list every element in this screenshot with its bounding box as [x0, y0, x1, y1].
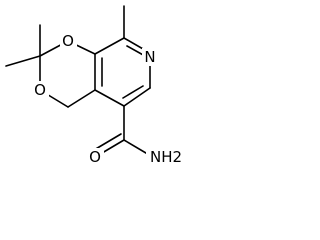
atom-label-ring-oxygen-bottom: O — [34, 81, 46, 99]
atom-label-ring-oxygen-top: O — [62, 32, 74, 50]
bond-c8a-c8 — [94, 37, 125, 55]
bond-skeleton — [5, 5, 152, 157]
bond-methyl-left — [5, 55, 41, 67]
bond-c5-c4a — [94, 89, 125, 107]
atom-label-amide-nitrogen: NH2 — [150, 148, 182, 166]
bond-c6-c5-double — [122, 85, 144, 99]
chemical-structure-diagram: O O N O NH2 — [5, 5, 186, 166]
bond-c4-c4a — [67, 89, 96, 108]
bond-c6-c5 — [123, 87, 151, 107]
atom-label-carbonyl-oxygen: O — [89, 148, 101, 166]
atom-labels: O O N O NH2 — [32, 32, 186, 166]
atom-label-pyridine-nitrogen: N — [144, 48, 155, 66]
bond-carbonyl-o-double — [93, 133, 122, 151]
